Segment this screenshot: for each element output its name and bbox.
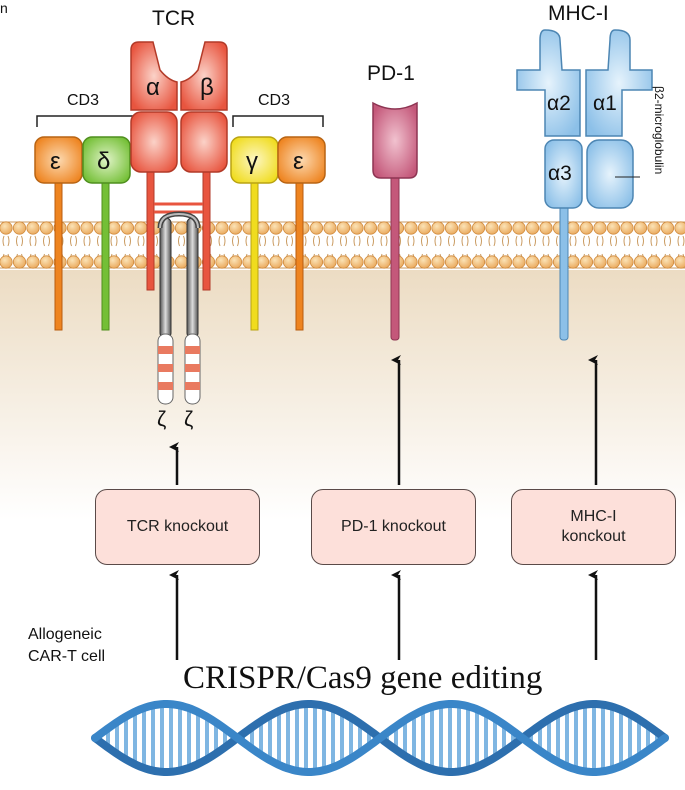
- cell-membrane: [0, 221, 685, 269]
- cell-label-line1: Allogeneic: [28, 626, 102, 643]
- mhc1-alpha3-label: α3: [548, 162, 572, 185]
- cd3-epsilon-right: [277, 136, 326, 331]
- tcr-alpha-label: α: [146, 74, 160, 101]
- cd3-gamma: [230, 136, 279, 331]
- pd1-knockout-label: PD-1 knockout: [341, 518, 446, 535]
- cd3-right-title: CD3: [258, 92, 291, 109]
- cytoplasm-background: [0, 270, 685, 520]
- pd1-knockout-box: PD-1 knockout: [311, 489, 476, 565]
- zeta-chains: [157, 211, 201, 405]
- cd3-left-bracket: [36, 115, 144, 127]
- mhc1-knockout-box: MHC-I konckout: [511, 489, 676, 565]
- b2m-label: β2-microglobulin: [652, 86, 666, 175]
- cd3-epsilon-left: [34, 136, 83, 331]
- cd3-epsilon-left-label: ε: [50, 148, 61, 175]
- mhc1-alpha1-label: α1: [593, 92, 617, 115]
- tcr-knockout-label: TCR knockout: [126, 518, 229, 535]
- cell-label: Allogeneic CAR-T cell: [28, 624, 105, 668]
- mhc1-molecule: [516, 29, 653, 341]
- pd1-title: PD-1: [367, 62, 415, 85]
- cell-label-line2: CAR-T cell: [28, 648, 106, 665]
- mhc1-knockout-label-line1: MHC-I: [570, 508, 617, 525]
- tcr-knockout-box: TCR knockout: [95, 489, 260, 565]
- cd3-delta: [82, 136, 131, 331]
- tcr-beta-label: β: [200, 74, 214, 101]
- cd3-delta-label: δ: [97, 148, 111, 175]
- mhc1-knockout-label-line2: konckout: [561, 528, 626, 545]
- zeta-left-label: ζ: [157, 408, 167, 431]
- mhc1-title: MHC-I: [548, 2, 609, 25]
- tcr-complex: [130, 41, 228, 291]
- cd3-right-bracket: [232, 115, 324, 127]
- crispr-title: CRISPR/Cas9 gene editing: [183, 660, 543, 696]
- tcr-title: TCR: [152, 7, 196, 30]
- cd3-left-title: CD3: [67, 92, 100, 109]
- cd3-epsilon-right-label: ε: [293, 148, 304, 175]
- arrows: [169, 355, 598, 660]
- pd1-receptor: [372, 101, 418, 341]
- mhc1-alpha2-label: α2: [547, 92, 571, 115]
- zeta-right-label: ζ: [184, 408, 194, 431]
- panel-letter: n: [0, 0, 8, 16]
- dna-double-helix: [91, 700, 669, 776]
- cd3-gamma-label: γ: [246, 148, 258, 175]
